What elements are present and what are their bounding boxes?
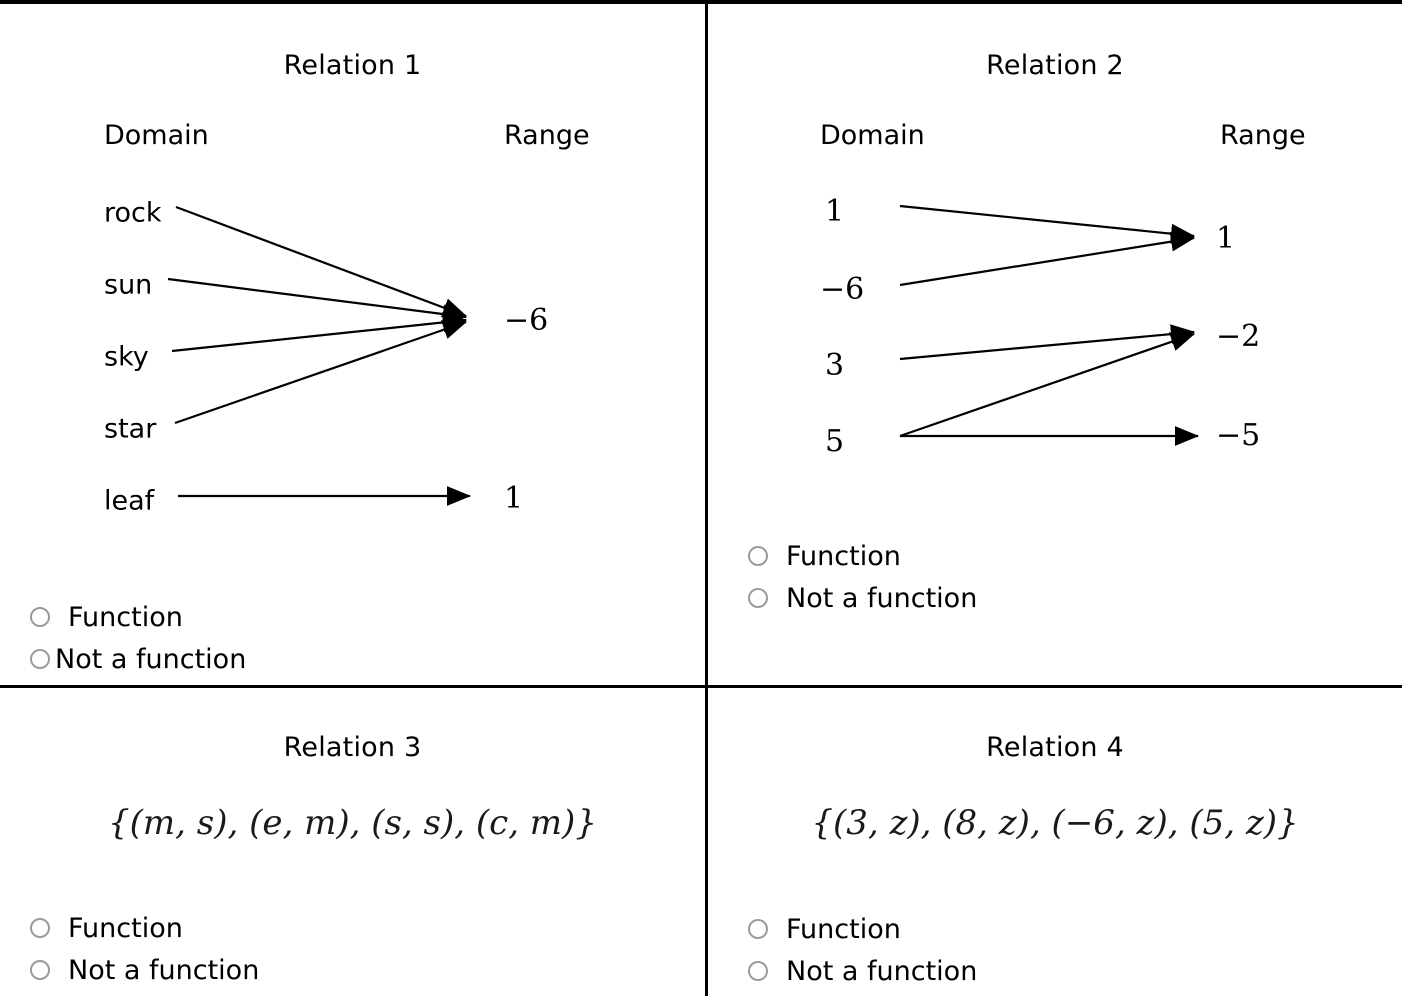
radio-button-icon[interactable] bbox=[748, 919, 768, 939]
relation-4-choice-function-label: Function bbox=[786, 913, 901, 945]
arrow-sky-to-neg6 bbox=[171, 312, 468, 353]
relation-2-choice-not-a-function[interactable]: Not a function bbox=[748, 577, 977, 619]
arrow-neg6-to-1 bbox=[899, 231, 1196, 287]
relation-1-range-item-1: 1 bbox=[504, 481, 524, 516]
radio-button-icon[interactable] bbox=[748, 546, 768, 566]
relation-1-domain-item-rock: rock bbox=[104, 197, 162, 229]
relation-1-panel: Relation 1 Domain Range rock sun sky sta… bbox=[0, 4, 705, 685]
relation-1-domain-header: Domain bbox=[104, 120, 209, 151]
relation-3-choice-not-a-function-label: Not a function bbox=[68, 954, 260, 986]
relation-2-range-item-1: 1 bbox=[1216, 221, 1236, 256]
relation-1-arrow-diagram bbox=[167, 205, 472, 506]
relation-4-panel: Relation 4 {(3, z), (8, z), (−6, z), (5,… bbox=[708, 688, 1402, 996]
relation-2-panel: Relation 2 Domain Range 1 −6 3 5 1 −2 −5… bbox=[708, 4, 1402, 685]
radio-button-icon[interactable] bbox=[748, 588, 768, 608]
arrow-3-to-neg2 bbox=[899, 324, 1196, 361]
arrow-sun-to-neg6 bbox=[167, 277, 468, 324]
relation-2-arrow-diagram bbox=[899, 204, 1200, 446]
relation-2-choice-function-label: Function bbox=[786, 540, 901, 572]
relation-1-domain-item-star: star bbox=[104, 413, 157, 445]
relation-1-domain-item-sky: sky bbox=[104, 341, 149, 373]
relation-1-choice-not-a-function[interactable]: Not a function bbox=[30, 638, 246, 680]
relation-1-domain-item-sun: sun bbox=[104, 269, 153, 301]
arrow-star-to-neg6 bbox=[174, 320, 468, 425]
relation-1-range-item-neg6: −6 bbox=[504, 303, 549, 338]
radio-button-icon[interactable] bbox=[748, 961, 768, 981]
relation-3-set-expression: {(m, s), (e, m), (s, s), (c, m)} bbox=[108, 803, 597, 843]
relation-2-title: Relation 2 bbox=[986, 50, 1124, 81]
relation-2-domain-header: Domain bbox=[820, 120, 925, 151]
horizontal-divider-rule bbox=[0, 685, 1402, 688]
relation-1-title: Relation 1 bbox=[283, 50, 422, 81]
relation-3-choice-not-a-function[interactable]: Not a function bbox=[30, 949, 259, 991]
relation-4-choice-not-a-function[interactable]: Not a function bbox=[748, 950, 977, 992]
relation-2-range-header: Range bbox=[1220, 120, 1306, 151]
vertical-divider-rule bbox=[705, 0, 708, 996]
relation-1-range-header: Range bbox=[504, 120, 590, 151]
relation-2-domain-item-neg6: −6 bbox=[820, 272, 865, 307]
relation-2-choice-function[interactable]: Function bbox=[748, 535, 977, 577]
relation-4-set-expression: {(3, z), (8, z), (−6, z), (5, z)} bbox=[811, 803, 1299, 843]
relation-3-choice-function[interactable]: Function bbox=[30, 907, 259, 949]
relation-1-choice-function-label: Function bbox=[68, 601, 183, 633]
relation-4-choice-function[interactable]: Function bbox=[748, 908, 977, 950]
radio-button-icon[interactable] bbox=[30, 918, 50, 938]
relation-2-range-item-neg2: −2 bbox=[1216, 319, 1261, 354]
arrow-1-to-1 bbox=[899, 204, 1196, 244]
relation-4-choice-not-a-function-label: Not a function bbox=[786, 955, 978, 987]
arrow-5-to-neg2 bbox=[899, 332, 1196, 438]
relation-1-choice-function[interactable]: Function bbox=[30, 596, 246, 638]
relation-2-domain-item-3: 3 bbox=[825, 348, 845, 383]
relation-1-choice-not-a-function-label: Not a function bbox=[55, 643, 247, 675]
relation-2-domain-item-5: 5 bbox=[825, 424, 845, 459]
relation-4-title: Relation 4 bbox=[986, 732, 1124, 763]
relation-2-range-item-neg5: −5 bbox=[1216, 418, 1261, 453]
arrow-rock-to-neg6 bbox=[175, 205, 468, 318]
relation-1-domain-item-leaf: leaf bbox=[104, 485, 155, 517]
relation-1-choice-group: Function Not a function bbox=[30, 596, 246, 680]
relation-2-choice-not-a-function-label: Not a function bbox=[786, 582, 978, 614]
top-border-rule bbox=[0, 0, 1402, 4]
relation-2-choice-group: Function Not a function bbox=[748, 535, 977, 619]
radio-button-icon[interactable] bbox=[30, 649, 50, 669]
relation-4-choice-group: Function Not a function bbox=[748, 908, 977, 992]
relation-2-domain-item-1: 1 bbox=[825, 194, 845, 229]
radio-button-icon[interactable] bbox=[30, 607, 50, 627]
relation-3-panel: Relation 3 {(m, s), (e, m), (s, s), (c, … bbox=[0, 688, 705, 996]
relation-3-choice-group: Function Not a function bbox=[30, 907, 259, 991]
relation-3-title: Relation 3 bbox=[283, 732, 422, 763]
relation-3-choice-function-label: Function bbox=[68, 912, 183, 944]
radio-button-icon[interactable] bbox=[30, 960, 50, 980]
